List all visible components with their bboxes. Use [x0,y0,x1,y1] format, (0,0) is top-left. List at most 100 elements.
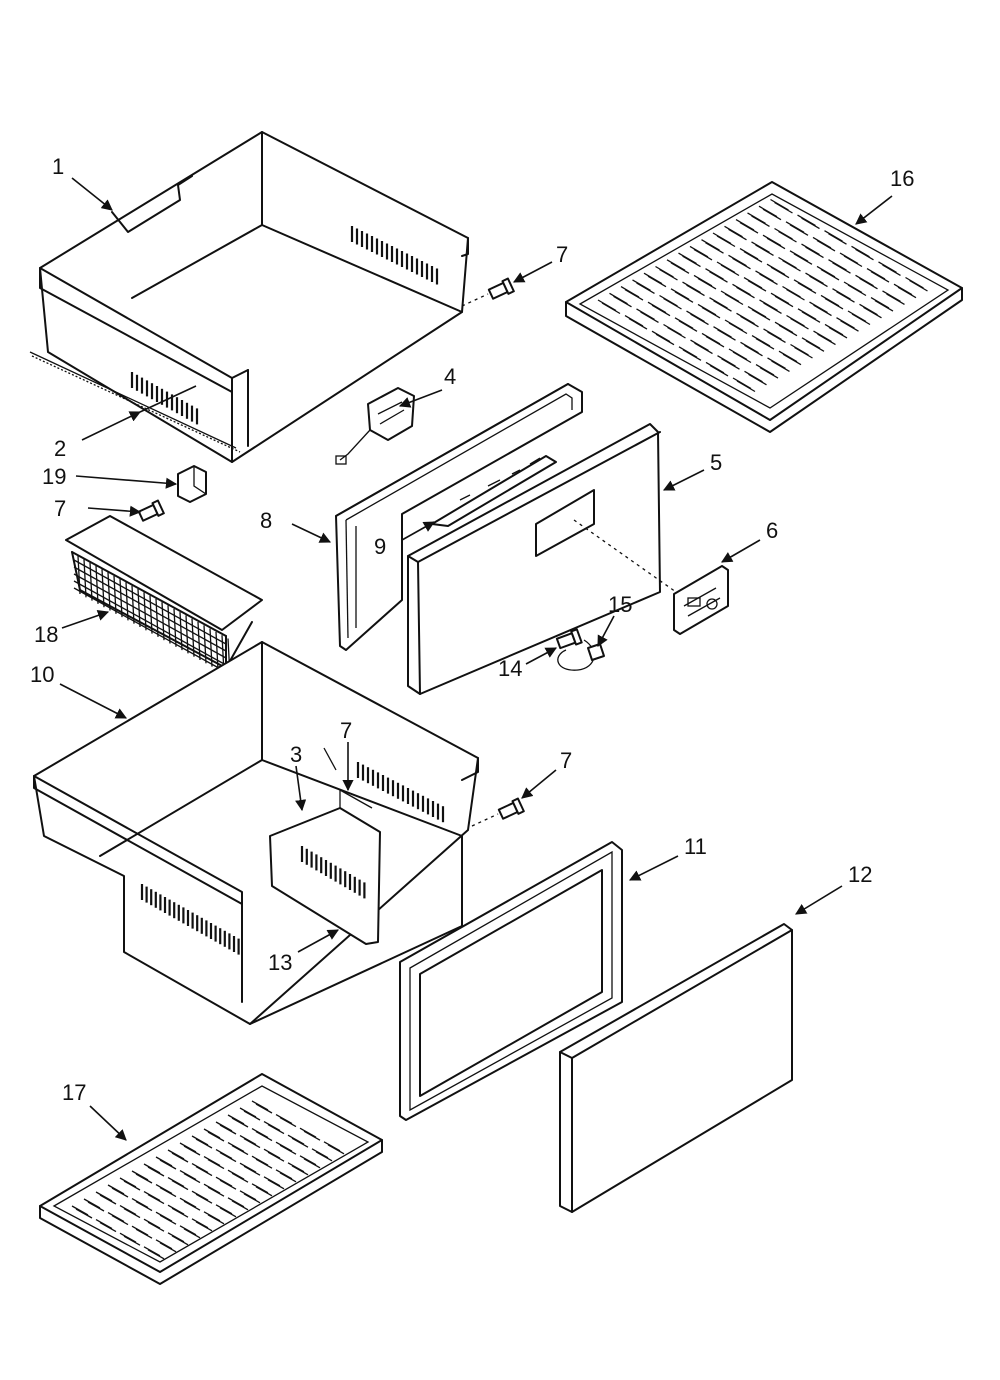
stroke-mark [167,1204,185,1215]
stroke-mark [159,1214,177,1225]
stroke-mark [73,559,227,645]
stroke-mark [183,1173,201,1184]
stroke-mark [774,295,794,308]
stroke-mark [659,268,678,281]
stroke-mark [855,248,874,261]
lower-bin-vent-slots [140,762,445,955]
stroke-mark [73,573,227,659]
motor-part [335,387,415,465]
stroke-mark [782,353,802,366]
stroke-mark [207,1186,225,1197]
stroke-mark [75,1208,93,1219]
stroke-mark [766,237,786,250]
stroke-mark [255,1158,273,1169]
stroke-mark [195,1166,213,1177]
stroke-mark [159,1242,177,1253]
stroke-mark [882,264,901,276]
control-board [673,565,729,635]
stroke-mark [267,1124,285,1135]
stroke-mark [179,1170,197,1181]
stroke-mark [694,342,713,355]
stroke-mark [847,284,867,297]
stroke-mark [724,293,744,306]
stroke-mark [171,1235,189,1246]
stroke-mark [155,1156,173,1167]
stroke-mark [111,1187,129,1198]
stroke-mark [697,277,717,290]
stroke-mark [179,1225,197,1236]
stroke-mark [123,1180,141,1191]
callout-17: 17 [62,1080,86,1105]
stroke-mark [759,367,779,379]
callout-7-lower-middle: 7 [340,718,352,743]
stroke-mark [87,1201,105,1212]
stroke-mark [107,1184,125,1195]
stroke-mark [628,318,648,330]
stroke-mark [255,1103,273,1114]
callout-14: 14 [498,656,522,681]
stroke-mark [73,566,227,652]
stroke-mark [83,1198,101,1209]
stroke-mark [227,1169,245,1180]
stroke-mark [171,1180,189,1191]
stroke-mark [251,1128,269,1139]
stroke-mark [207,1214,225,1225]
stroke-mark [263,1148,281,1159]
stroke-mark [231,1145,249,1156]
stroke-mark [147,1249,165,1260]
stroke-mark [797,282,817,294]
stroke-mark [191,1135,209,1146]
stroke-mark [311,1148,329,1159]
stroke-mark [674,291,694,303]
stroke-mark [195,1138,213,1149]
heater-rod [29,351,241,453]
stroke-mark [774,201,793,214]
stroke-mark [71,1205,89,1216]
stroke-mark [95,1191,113,1202]
lower-gasket-frame [399,841,623,1121]
stroke-mark [751,309,771,321]
basket-wires [73,555,231,677]
stroke-mark [203,1183,221,1194]
stroke-mark [732,351,752,364]
stroke-mark [183,1228,201,1239]
stroke-mark [203,1211,221,1222]
stroke-mark [119,1232,137,1243]
stroke-mark [601,302,621,315]
stroke-mark [824,297,844,310]
callout-2: 2 [54,436,66,461]
stroke-mark [636,282,655,294]
stroke-mark [315,1151,333,1162]
stroke-mark [740,315,759,328]
stroke-mark [748,373,767,386]
stroke-mark [909,279,928,292]
stroke-mark [820,268,840,281]
bottom-shelf-grille [39,1073,383,1285]
stroke-mark [682,349,702,361]
stroke-mark [219,1152,237,1163]
stroke-mark [275,1114,293,1125]
callout-5: 5 [710,450,722,475]
stroke-mark [744,344,763,357]
stroke-mark [167,1149,185,1160]
stroke-mark [123,1208,141,1219]
callout-16: 16 [890,166,914,191]
divider-vent-slots [300,846,366,899]
stroke-mark [670,262,690,274]
stroke-mark [239,1135,257,1146]
stroke-mark [851,313,871,326]
stroke-mark [135,1228,153,1239]
stroke-mark [135,1173,153,1184]
stroke-mark [678,320,698,332]
callout-1: 1 [52,154,64,179]
stroke-mark [231,1117,249,1128]
callout-7-lower-right: 7 [560,748,572,773]
stroke-mark [119,1205,137,1216]
callout-11: 11 [684,834,707,859]
stroke-mark [291,1165,309,1176]
stroke-mark [279,1117,297,1128]
stroke-mark [239,1107,257,1118]
stroke-mark [207,1159,225,1170]
stroke-mark [239,1190,257,1201]
